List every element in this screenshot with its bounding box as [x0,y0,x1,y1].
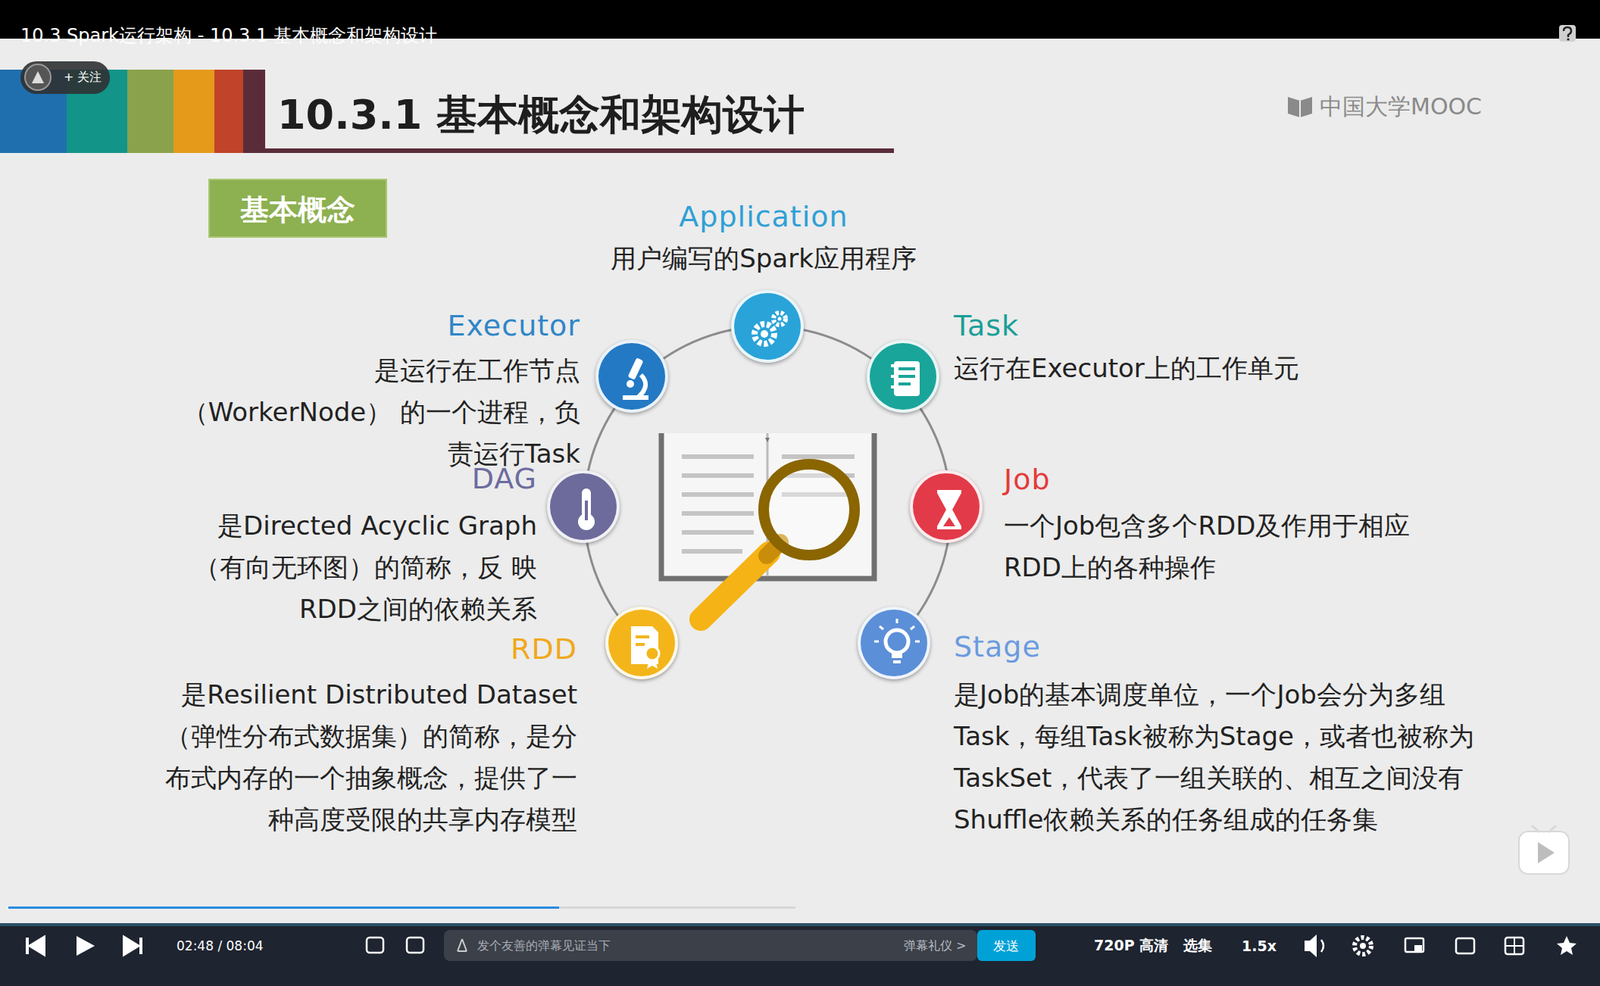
concept-heading: Application [678,199,848,235]
quality-label: 720P 高清 [1093,936,1169,957]
concept-icon: Task运行在Executor上的工作单元 [866,340,940,413]
danmaku-input [443,930,978,962]
icon-glyph [605,606,685,686]
video-title: 10.3 Spark运行架构 - 10.3.1 基本概念和架构设计 [20,23,438,48]
concept-icon: Executor是运行在工作节点（WorkerNode） 的一个进程，负责运行T… [595,340,669,413]
help-dot [1566,37,1569,41]
webfull-icon [1505,937,1524,955]
avatar-figure [31,71,44,84]
settings-hub [1359,943,1366,950]
concept-heading: DAG [471,461,538,497]
concept-description: 运行在Executor上的工作单元 [953,347,1424,390]
tv-play [1537,842,1555,864]
document-frame [661,433,875,579]
progress-played [8,906,560,910]
concept-icon: DAG是Directed Acyclic Graph （有向无环图）的简称，反 … [546,470,620,544]
platform-logo: 中国大学MOOC [1319,91,1482,123]
slide-title: 10.3.1 基本概念和架构设计 [277,87,805,144]
input-icon [457,939,467,952]
concept-heading: Stage [953,629,1041,665]
episodes-label: 选集 [1183,936,1213,957]
help-glyph [1563,27,1572,38]
stripe [173,69,215,154]
follow-button: + 关注 [63,69,103,86]
icon-glyph [909,470,989,550]
concept-description: 用户编写的Spark应用程序 [528,237,999,280]
icon-glyph [731,290,810,369]
ring-arc [584,326,951,644]
follow-pill [20,61,110,94]
mooc-logo-icon [1287,96,1313,118]
title-underline [265,148,894,154]
player-bar-edge [0,923,1600,927]
badge-text: 基本概念 [240,192,356,228]
concept-heading: Task [953,308,1019,344]
volume-wave [1321,940,1324,953]
concept-description: 是Directed Acyclic Graph （有向无环图）的简称，反 映RD… [188,505,538,631]
stripe [127,69,174,154]
webfull-grid [1505,937,1524,955]
concept-description: 是Resilient Distributed Dataset （弹性分布式数据集… [134,674,578,841]
concept-icon: Job一个Job包含多个RDD及作用于相应 RDD上的各种操作 [909,470,983,544]
next-icon [124,937,141,955]
tv-icon [1518,831,1569,875]
play-icon [76,936,95,957]
volume-icon [1304,934,1317,958]
document-page [661,433,875,579]
send-label: 发送 [993,937,1019,956]
icon-glyph [595,340,675,419]
play-time: 02:48 / 08:04 [176,938,264,954]
danmaku-settings [406,937,424,954]
magnifier-lens [763,464,855,556]
speed-label: 1.5x [1241,937,1277,955]
player-bar [0,923,1600,986]
concept-icon: Application用户编写的Spark应用程序 [731,290,804,363]
danmaku-etiquette: 弹幕礼仪 > [903,938,967,955]
concept-description: 一个Job包含多个RDD及作用于相应 RDD上的各种操作 [1003,505,1444,589]
concept-description: 是运行在工作节点（WorkerNode） 的一个进程，负责运行Task [171,350,581,475]
settings-icon [1354,937,1372,955]
tv-antenna [1531,825,1557,833]
concept-icon: RDD是Resilient Distributed Dataset （弹性分布式… [605,606,679,680]
concept-heading: Job [1003,462,1051,497]
danmaku-placeholder: 发个友善的弹幕见证当下 [477,938,611,955]
icon-glyph [857,606,937,686]
pip-icon [1405,938,1424,953]
document-mark [765,437,770,443]
concept-icon: Stage是Job的基本调度单位，一个Job会分为多组 Task，每组Task被… [857,606,931,680]
concept-description: 是Job的基本调度单位，一个Job会分为多组 Task，每组Task被称为Sta… [953,674,1492,841]
progress-buffer [559,906,796,910]
help-icon [1559,25,1576,42]
stripe [243,69,266,154]
concept-heading: RDD [510,631,578,667]
icon-glyph [546,470,626,550]
concept-heading: Executor [447,308,581,344]
avatar [25,64,51,91]
concept-badge: 基本概念 [208,178,388,238]
magnifier-handle [700,553,769,620]
stripe [214,69,244,154]
pip-inner [1414,945,1422,952]
widescreen-icon [1456,938,1475,954]
icon-glyph [866,340,946,419]
danmaku-toggle [366,937,384,954]
prev-icon [27,937,44,955]
mooc-logo-spine [1299,100,1301,118]
send-button [977,930,1036,962]
fullscreen-icon [1556,936,1577,956]
